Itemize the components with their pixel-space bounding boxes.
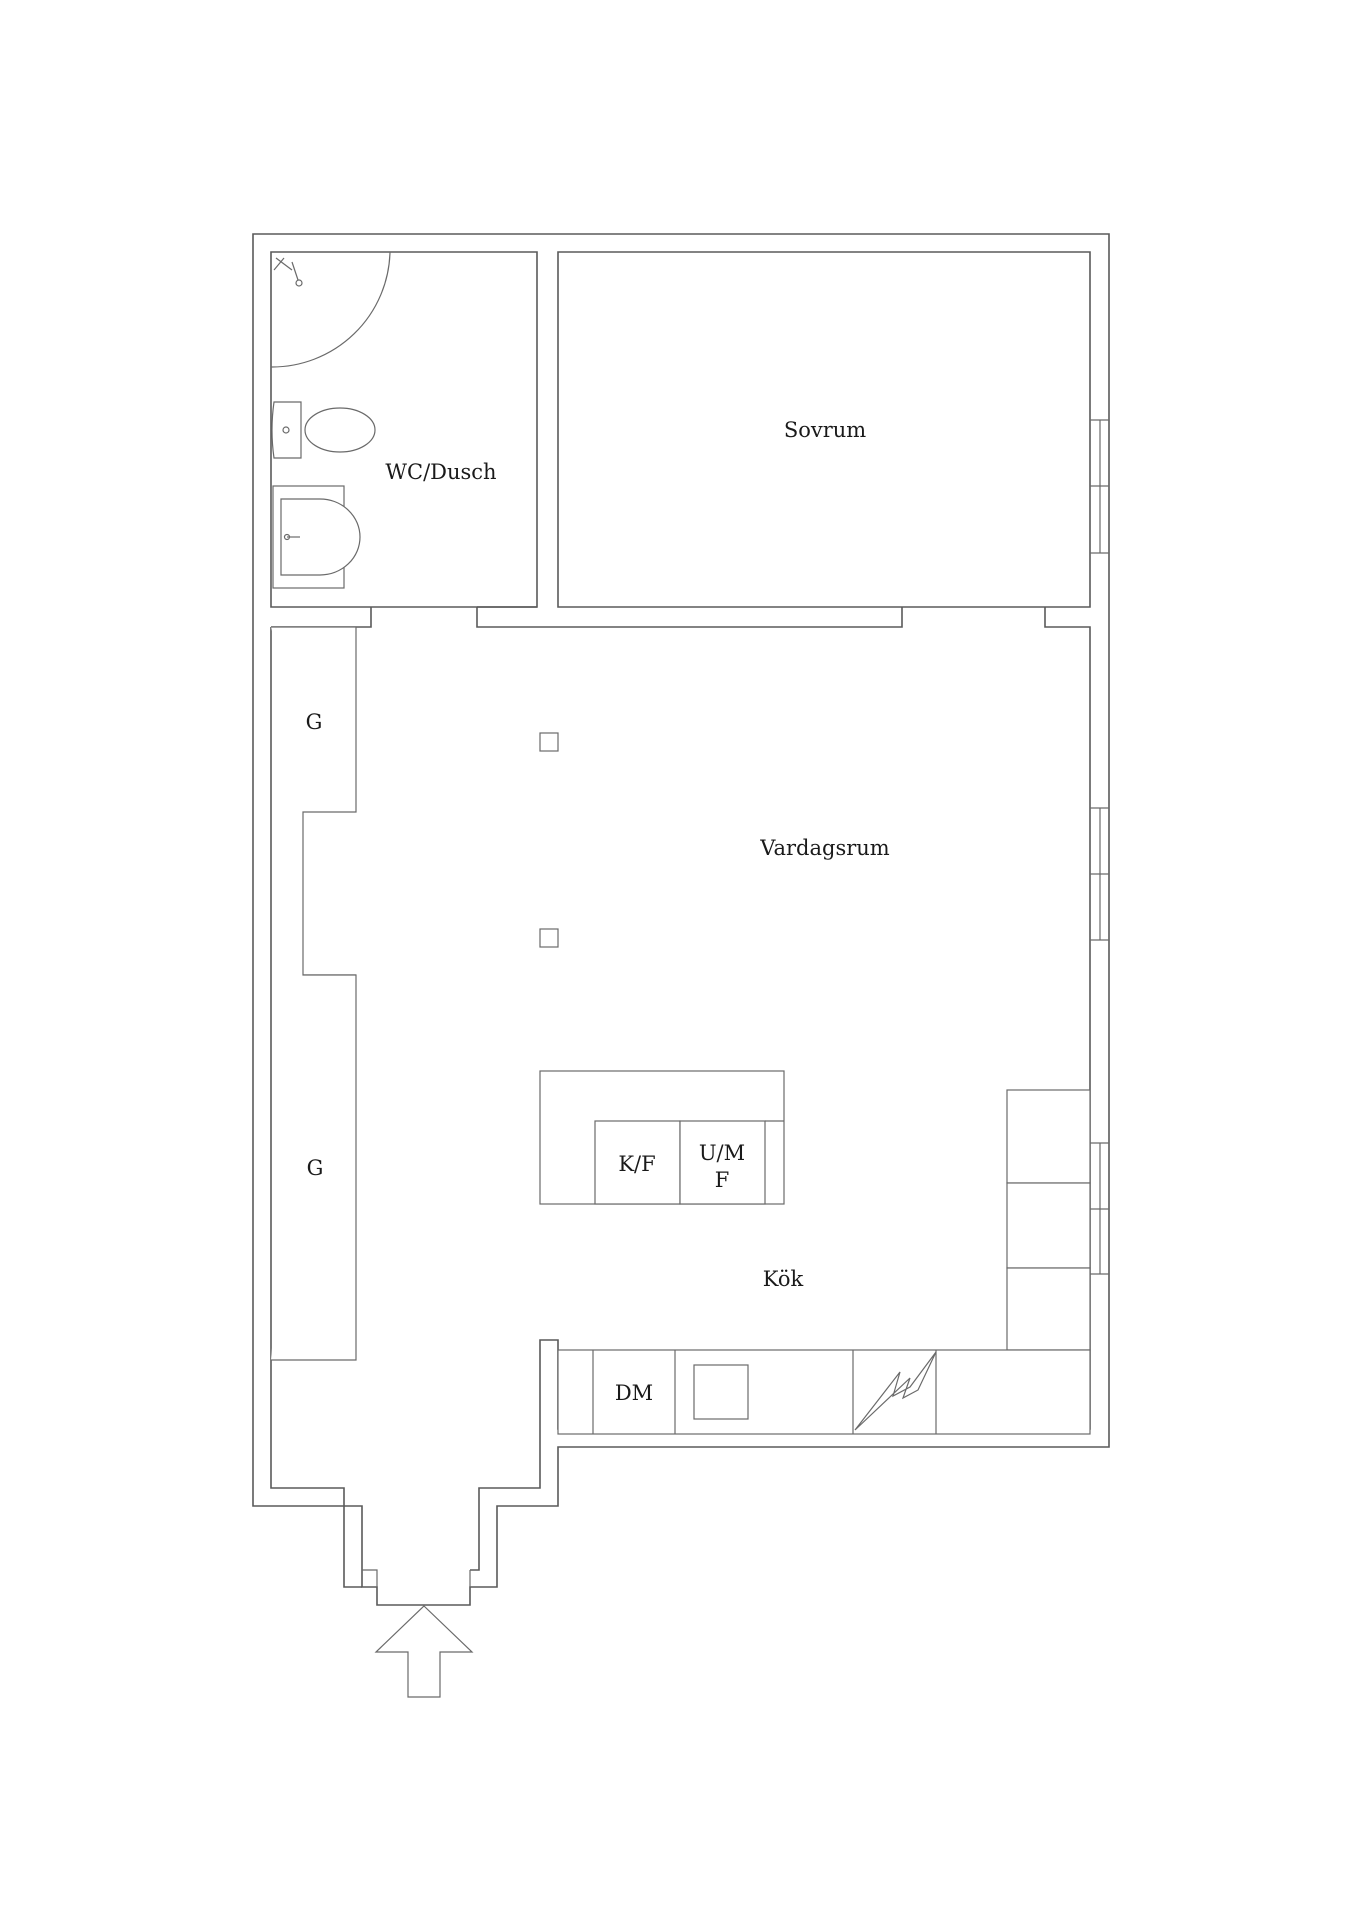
wardrobe-top [271,626,357,976]
entrance-arrow-icon [374,1605,474,1698]
column [539,732,559,752]
room-label-bedroom: Sovrum [784,418,866,442]
electric-panel-icon [854,1351,937,1431]
column [539,928,559,948]
oven-micro-label-line1: U/M [699,1141,745,1165]
toilet-icon [271,401,376,459]
sink-icon [272,485,361,589]
wardrobe-label-bottom: G [307,1156,324,1180]
oven-micro-label-line2: F [715,1168,730,1192]
entrance-threshold [362,1569,471,1587]
wardrobe-bottom [271,974,357,1361]
room-label-living: Vardagsrum [759,836,890,860]
stove-icon [693,1364,749,1420]
fridge-freezer-label: K/F [618,1152,655,1176]
shower-icon [270,251,391,368]
kitchen-island [539,1070,785,1205]
room-label-kitchen: Kök [763,1267,804,1291]
kitchen-bottom-counter [557,1349,1091,1435]
room-label-wc: WC/Dusch [385,460,496,484]
kitchen-side-counter [1006,1089,1091,1351]
dishwasher-label: DM [615,1381,653,1405]
wardrobe-label-top: G [306,710,323,734]
windows [1090,419,1109,1275]
